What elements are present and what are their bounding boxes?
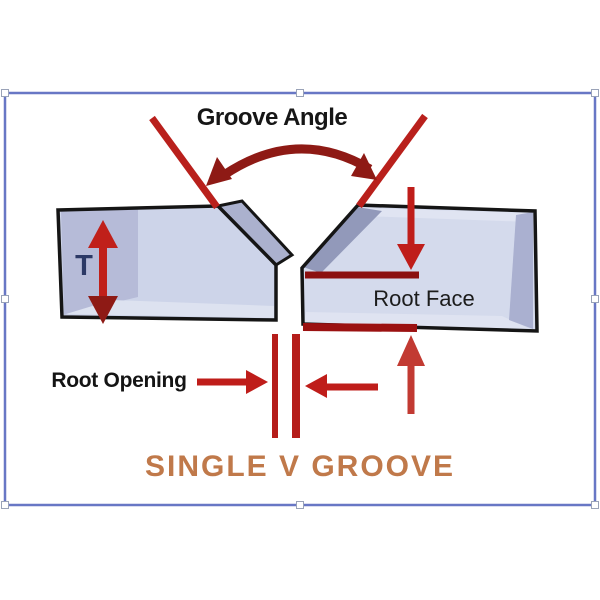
- root-face-bottom-arrowhead: [397, 335, 425, 366]
- root-face-annotation: [302, 187, 425, 414]
- groove-angle-right-extension-line: [356, 113, 428, 209]
- right-plate-outline: [300, 203, 539, 333]
- thickness-dimension-arrow: [88, 220, 118, 324]
- right-plate-front-face: [302, 205, 537, 331]
- thickness-arrow-up-head: [88, 220, 118, 248]
- root-opening-left-pointing-arrowhead: [305, 374, 327, 398]
- groove-angle-left-extension-line: [149, 115, 220, 210]
- right-plate-bevel-face: [303, 207, 382, 273]
- resize-handle-bottom-center[interactable]: [296, 501, 304, 509]
- groove-angle-arc-arrow: [221, 144, 373, 179]
- root-face-lower-dimension-line: [302, 323, 418, 332]
- groove-angle-label: Groove Angle: [196, 104, 348, 131]
- resize-handle-top-center[interactable]: [296, 89, 304, 97]
- root-opening-annotation: [197, 334, 378, 438]
- left-plate-bottom-highlight: [66, 300, 274, 318]
- image-selection-frame: [1, 89, 599, 509]
- thickness-label: T: [75, 250, 93, 282]
- resize-handle-middle-left[interactable]: [1, 295, 9, 303]
- groove-angle-arc-left-arrowhead: [206, 157, 232, 186]
- resize-handle-bottom-left[interactable]: [1, 501, 9, 509]
- thickness-arrow-down-head: [88, 296, 118, 324]
- groove-angle-arc-right-arrowhead: [351, 153, 377, 180]
- resize-handle-middle-right[interactable]: [591, 295, 599, 303]
- left-plate: [56, 199, 295, 322]
- root-opening-label: Root Opening: [51, 369, 187, 392]
- groove-angle-annotation: [149, 113, 428, 210]
- resize-handle-top-left[interactable]: [1, 89, 9, 97]
- root-opening-right-pointing-arrowhead: [246, 370, 268, 394]
- resize-handle-bottom-right[interactable]: [591, 501, 599, 509]
- root-face-label: Root Face: [373, 286, 475, 311]
- right-plate: [300, 203, 539, 333]
- right-plate-bottom-highlight: [304, 312, 530, 329]
- diagram-title: SINGLE V GROOVE: [144, 450, 456, 483]
- root-face-top-arrowhead: [397, 244, 425, 270]
- right-plate-top-highlight: [360, 208, 533, 222]
- right-plate-edge-shadow: [509, 212, 533, 329]
- resize-handle-top-right[interactable]: [591, 89, 599, 97]
- left-plate-outline: [56, 204, 278, 322]
